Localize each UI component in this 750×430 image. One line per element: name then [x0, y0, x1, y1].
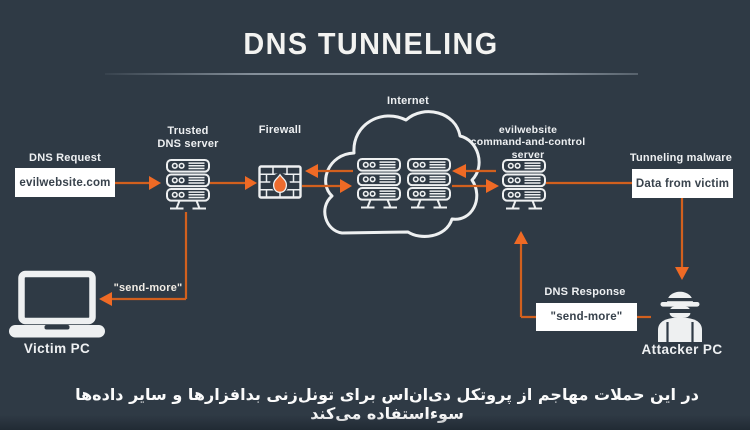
internet-server-icon	[407, 158, 451, 209]
flow-arrows	[112, 169, 684, 319]
flame-icon	[272, 173, 288, 193]
line-dns-to-victim	[112, 212, 188, 301]
laptop-icon	[9, 270, 105, 338]
attacker-pc-label: Attacker PC	[641, 342, 723, 357]
send-more-box: "send-more"	[536, 303, 637, 331]
dns-request-label: DNS Request	[29, 152, 101, 164]
caption-persian: در این حملات مهاجم از پروتکل دی‌ان‌اس بر…	[75, 385, 699, 423]
page-title: DNS TUNNELING	[243, 26, 499, 61]
arrowheads	[99, 164, 689, 306]
victim-pc-label: Victim PC	[23, 341, 91, 356]
trusted-dns-server-icon	[166, 159, 210, 210]
send-more-note: "send-more"	[113, 282, 183, 294]
data-from-victim-box: Data from victim	[632, 169, 733, 198]
tunneling-malware-label: Tunneling malware	[629, 152, 733, 164]
internet-server-icon	[357, 158, 401, 209]
evilwebsite-box: evilwebsite.com	[15, 168, 115, 197]
spy-hacker-icon	[658, 291, 702, 342]
line-sendmore-to-cnc	[519, 244, 536, 319]
cloud-icon	[323, 110, 481, 238]
firewall-icon	[258, 165, 302, 199]
firewall-label: Firewall	[258, 124, 302, 136]
cnc-label: evilwebsite command-and-control server	[470, 124, 586, 161]
bottom-shade	[0, 415, 750, 430]
title-divider	[105, 73, 638, 75]
cnc-server-icon	[502, 159, 546, 210]
trusted-dns-label: Trusted DNS server	[157, 125, 219, 150]
internet-label: Internet	[387, 95, 429, 107]
dns-response-label: DNS Response	[544, 286, 626, 298]
